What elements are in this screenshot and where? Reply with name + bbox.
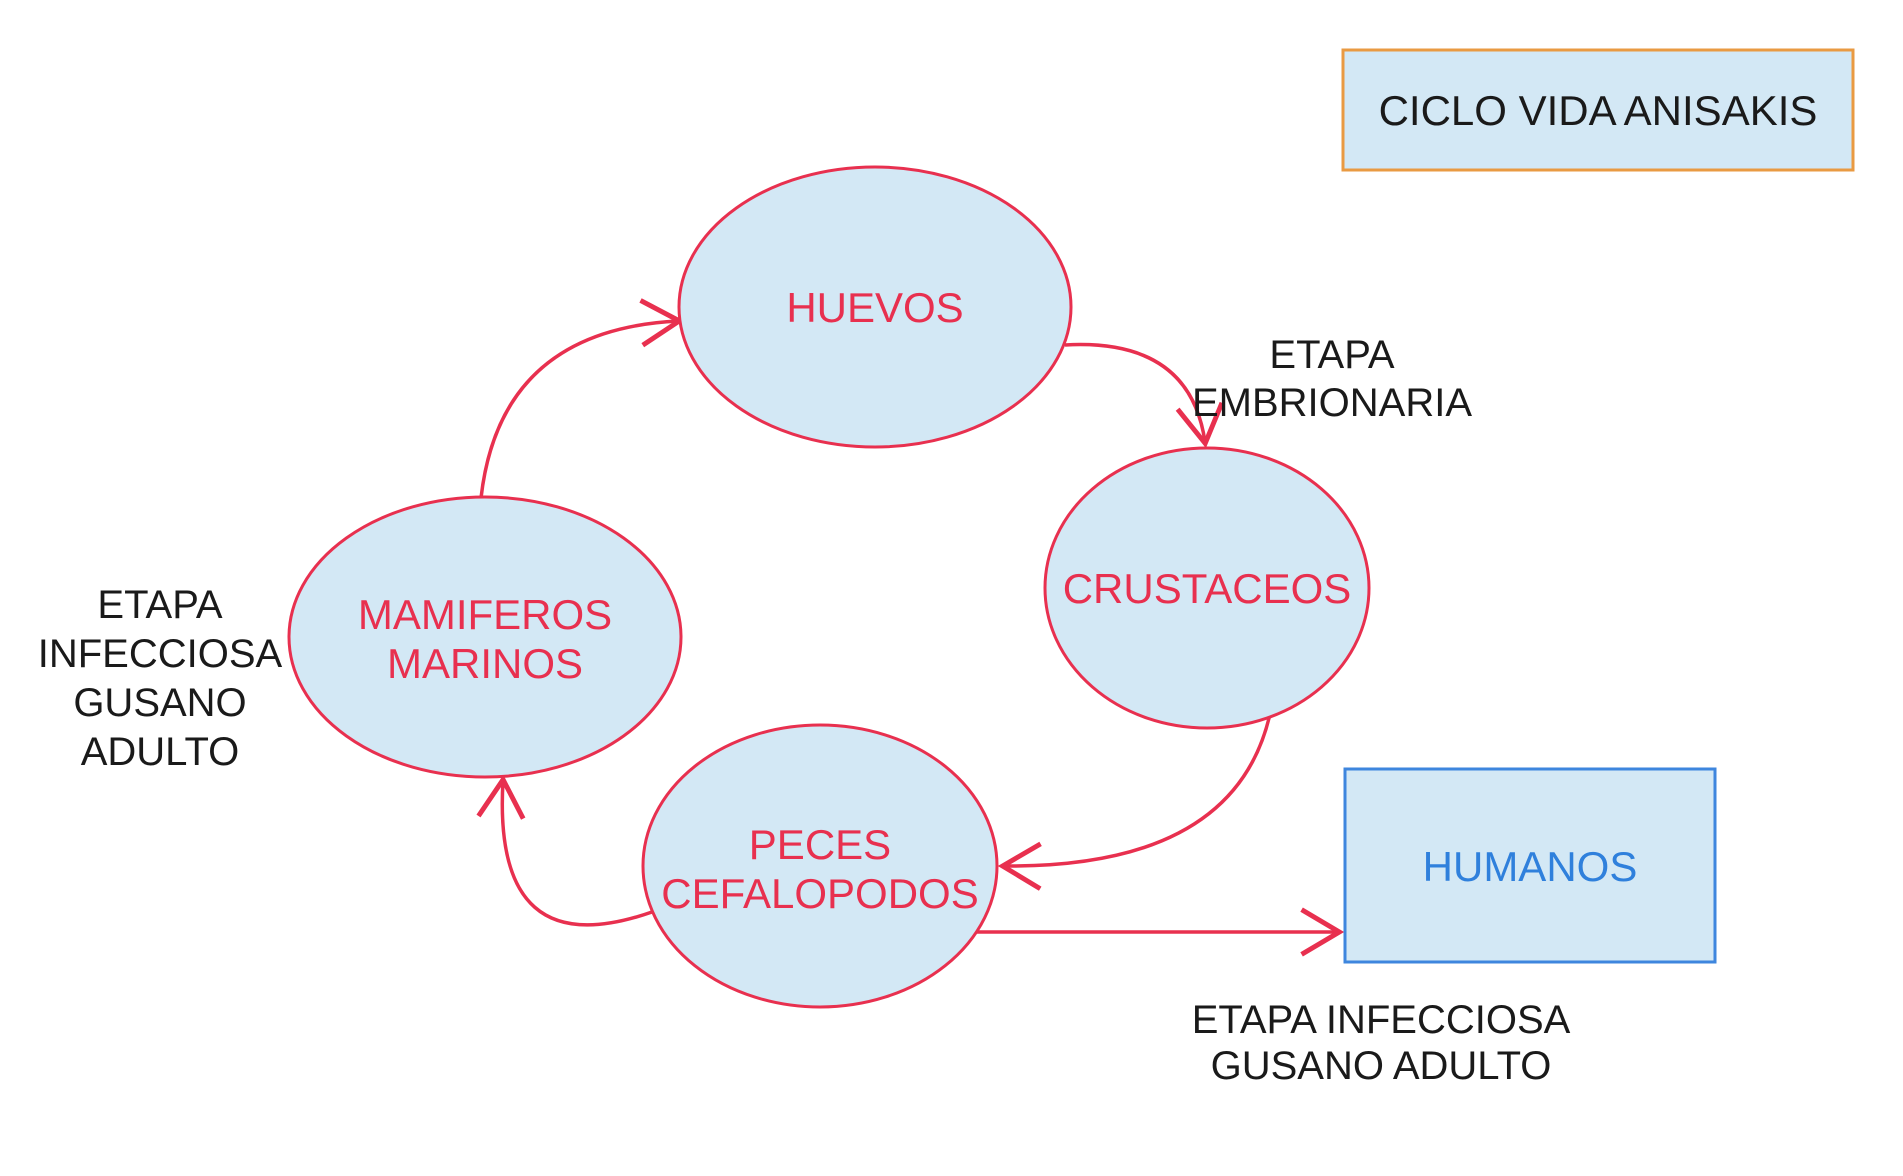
annotation-etapa-infecciosa-bottom-line1: ETAPA INFECCIOSA — [1192, 998, 1571, 1042]
node-mamiferos-marinos-label-line1: MAMIFEROS — [358, 591, 612, 638]
title-box-shape — [1341, 48, 1855, 172]
node-mamiferos-marinos-label-line2: MARINOS — [387, 640, 583, 687]
annotation-etapa-embrionaria-line2: EMBRIONARIA — [1192, 381, 1472, 425]
edge-group — [476, 298, 1345, 957]
node-crustaceos: CRUSTACEOS — [1043, 446, 1371, 730]
node-humanos-shape — [1343, 767, 1717, 964]
annotation-etapa-infecciosa-left-line1: ETAPA — [97, 583, 223, 627]
title-box: CICLO VIDA ANISAKIS — [1341, 48, 1855, 172]
title-text: CICLO VIDA ANISAKIS — [1379, 87, 1818, 134]
annotation-etapa-infecciosa-left: ETAPA INFECCIOSA GUSANO ADULTO — [38, 583, 283, 774]
node-crustaceos-label: CRUSTACEOS — [1063, 565, 1352, 612]
node-peces-cefalopodos: PECES CEFALOPODOS — [641, 723, 999, 1009]
node-mamiferos-marinos-shape — [287, 495, 683, 779]
edge-peces-to-mamiferos — [476, 774, 653, 927]
node-humanos-label: HUMANOS — [1423, 843, 1638, 890]
annotation-etapa-infecciosa-left-line4: ADULTO — [81, 730, 240, 774]
node-huevos-label: HUEVOS — [786, 284, 963, 331]
node-huevos: HUEVOS — [677, 165, 1073, 449]
node-humanos: HUMANOS — [1343, 767, 1717, 964]
edge-huevos-to-crustaceos — [1064, 342, 1225, 449]
annotation-etapa-infecciosa-left-line2: INFECCIOSA — [38, 632, 283, 676]
annotation-etapa-embrionaria: ETAPA EMBRIONARIA — [1192, 333, 1472, 425]
annotation-etapa-infecciosa-bottom-line2: GUSANO ADULTO — [1211, 1044, 1552, 1088]
node-crustaceos-shape — [1043, 446, 1371, 730]
node-peces-cefalopodos-label-line1: PECES — [749, 821, 891, 868]
annotation-etapa-embrionaria-line1: ETAPA — [1269, 333, 1395, 377]
node-huevos-shape — [677, 165, 1073, 449]
edge-mamiferos-to-huevos — [479, 298, 685, 499]
node-peces-cefalopodos-label-line2: CEFALOPODOS — [661, 870, 978, 917]
annotation-etapa-infecciosa-left-line3: GUSANO — [73, 681, 246, 725]
node-mamiferos-marinos: MAMIFEROS MARINOS — [287, 495, 683, 779]
node-peces-cefalopodos-shape — [641, 723, 999, 1009]
edge-crustaceos-to-peces — [997, 713, 1272, 891]
annotation-etapa-infecciosa-bottom: ETAPA INFECCIOSA GUSANO ADULTO — [1192, 998, 1571, 1088]
